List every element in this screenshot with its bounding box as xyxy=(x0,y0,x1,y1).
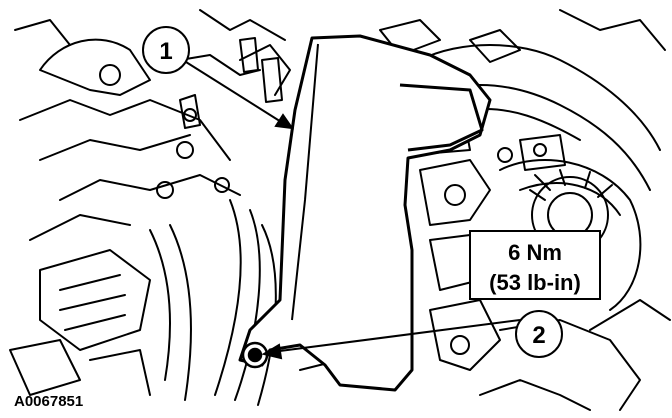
torque-metric: 6 Nm xyxy=(508,240,562,265)
callout-1: 1 xyxy=(142,26,190,74)
callout-1-number: 1 xyxy=(159,38,172,65)
fastener-bolt xyxy=(241,341,269,369)
torque-spec-box: 6 Nm (53 lb-in) xyxy=(469,230,601,300)
callout-2-number: 2 xyxy=(532,322,545,349)
engine-cover-panel xyxy=(238,34,492,392)
figure-id-label: A0067851 xyxy=(14,393,83,410)
callout-2-leader xyxy=(261,319,521,360)
torque-imperial: (53 lb-in) xyxy=(489,270,581,295)
callout-1-leader xyxy=(185,61,295,130)
callout-2: 2 xyxy=(515,310,563,358)
